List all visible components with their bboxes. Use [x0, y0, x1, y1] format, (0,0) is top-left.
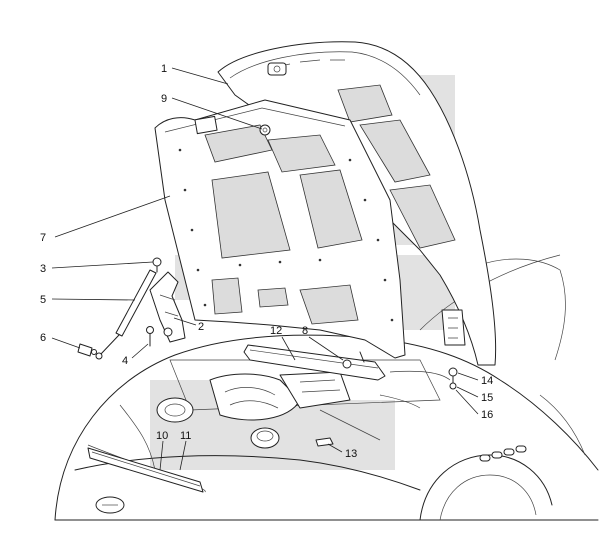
strut-ball-stud: [152, 257, 162, 273]
callout-12: 12: [270, 325, 282, 337]
callout-8: 8: [302, 325, 308, 337]
gas-strut: [95, 269, 157, 360]
callout-13: 13: [345, 448, 357, 460]
front-seal-strip: [87, 447, 204, 493]
hood-inner-insulation: [154, 99, 406, 359]
callout-3: 3: [40, 263, 46, 275]
hood-bumper: [259, 124, 271, 136]
callout-6: 6: [40, 332, 46, 344]
rear-seal-strip: [243, 344, 386, 381]
hinge-bolt: [146, 326, 154, 347]
leader-lines: [51, 67, 479, 471]
callout-14: 14: [481, 375, 493, 387]
callout-4: 4: [122, 355, 128, 367]
callout-1: 1: [161, 63, 167, 75]
callout-labels: 1 2 3 4 5 6 7 8 9 10 11 12 13 14 15 16: [40, 63, 493, 460]
latch-release-grommet: [315, 437, 334, 447]
hood-hinge: [149, 271, 186, 343]
callout-11: 11: [180, 430, 191, 442]
callout-7: 7: [40, 232, 46, 244]
seal-retainer: [342, 351, 365, 369]
callout-16: 16: [481, 409, 493, 421]
engine-bay: [119, 359, 451, 471]
callout-5: 5: [40, 294, 46, 306]
car-body: [54, 254, 599, 521]
callout-15: 15: [481, 392, 493, 404]
adjustable-bumper: [448, 367, 458, 390]
strut-lower-mount: [77, 343, 97, 357]
callout-2: 2: [198, 321, 204, 333]
callout-10: 10: [156, 430, 168, 442]
callout-9: 9: [161, 93, 167, 105]
